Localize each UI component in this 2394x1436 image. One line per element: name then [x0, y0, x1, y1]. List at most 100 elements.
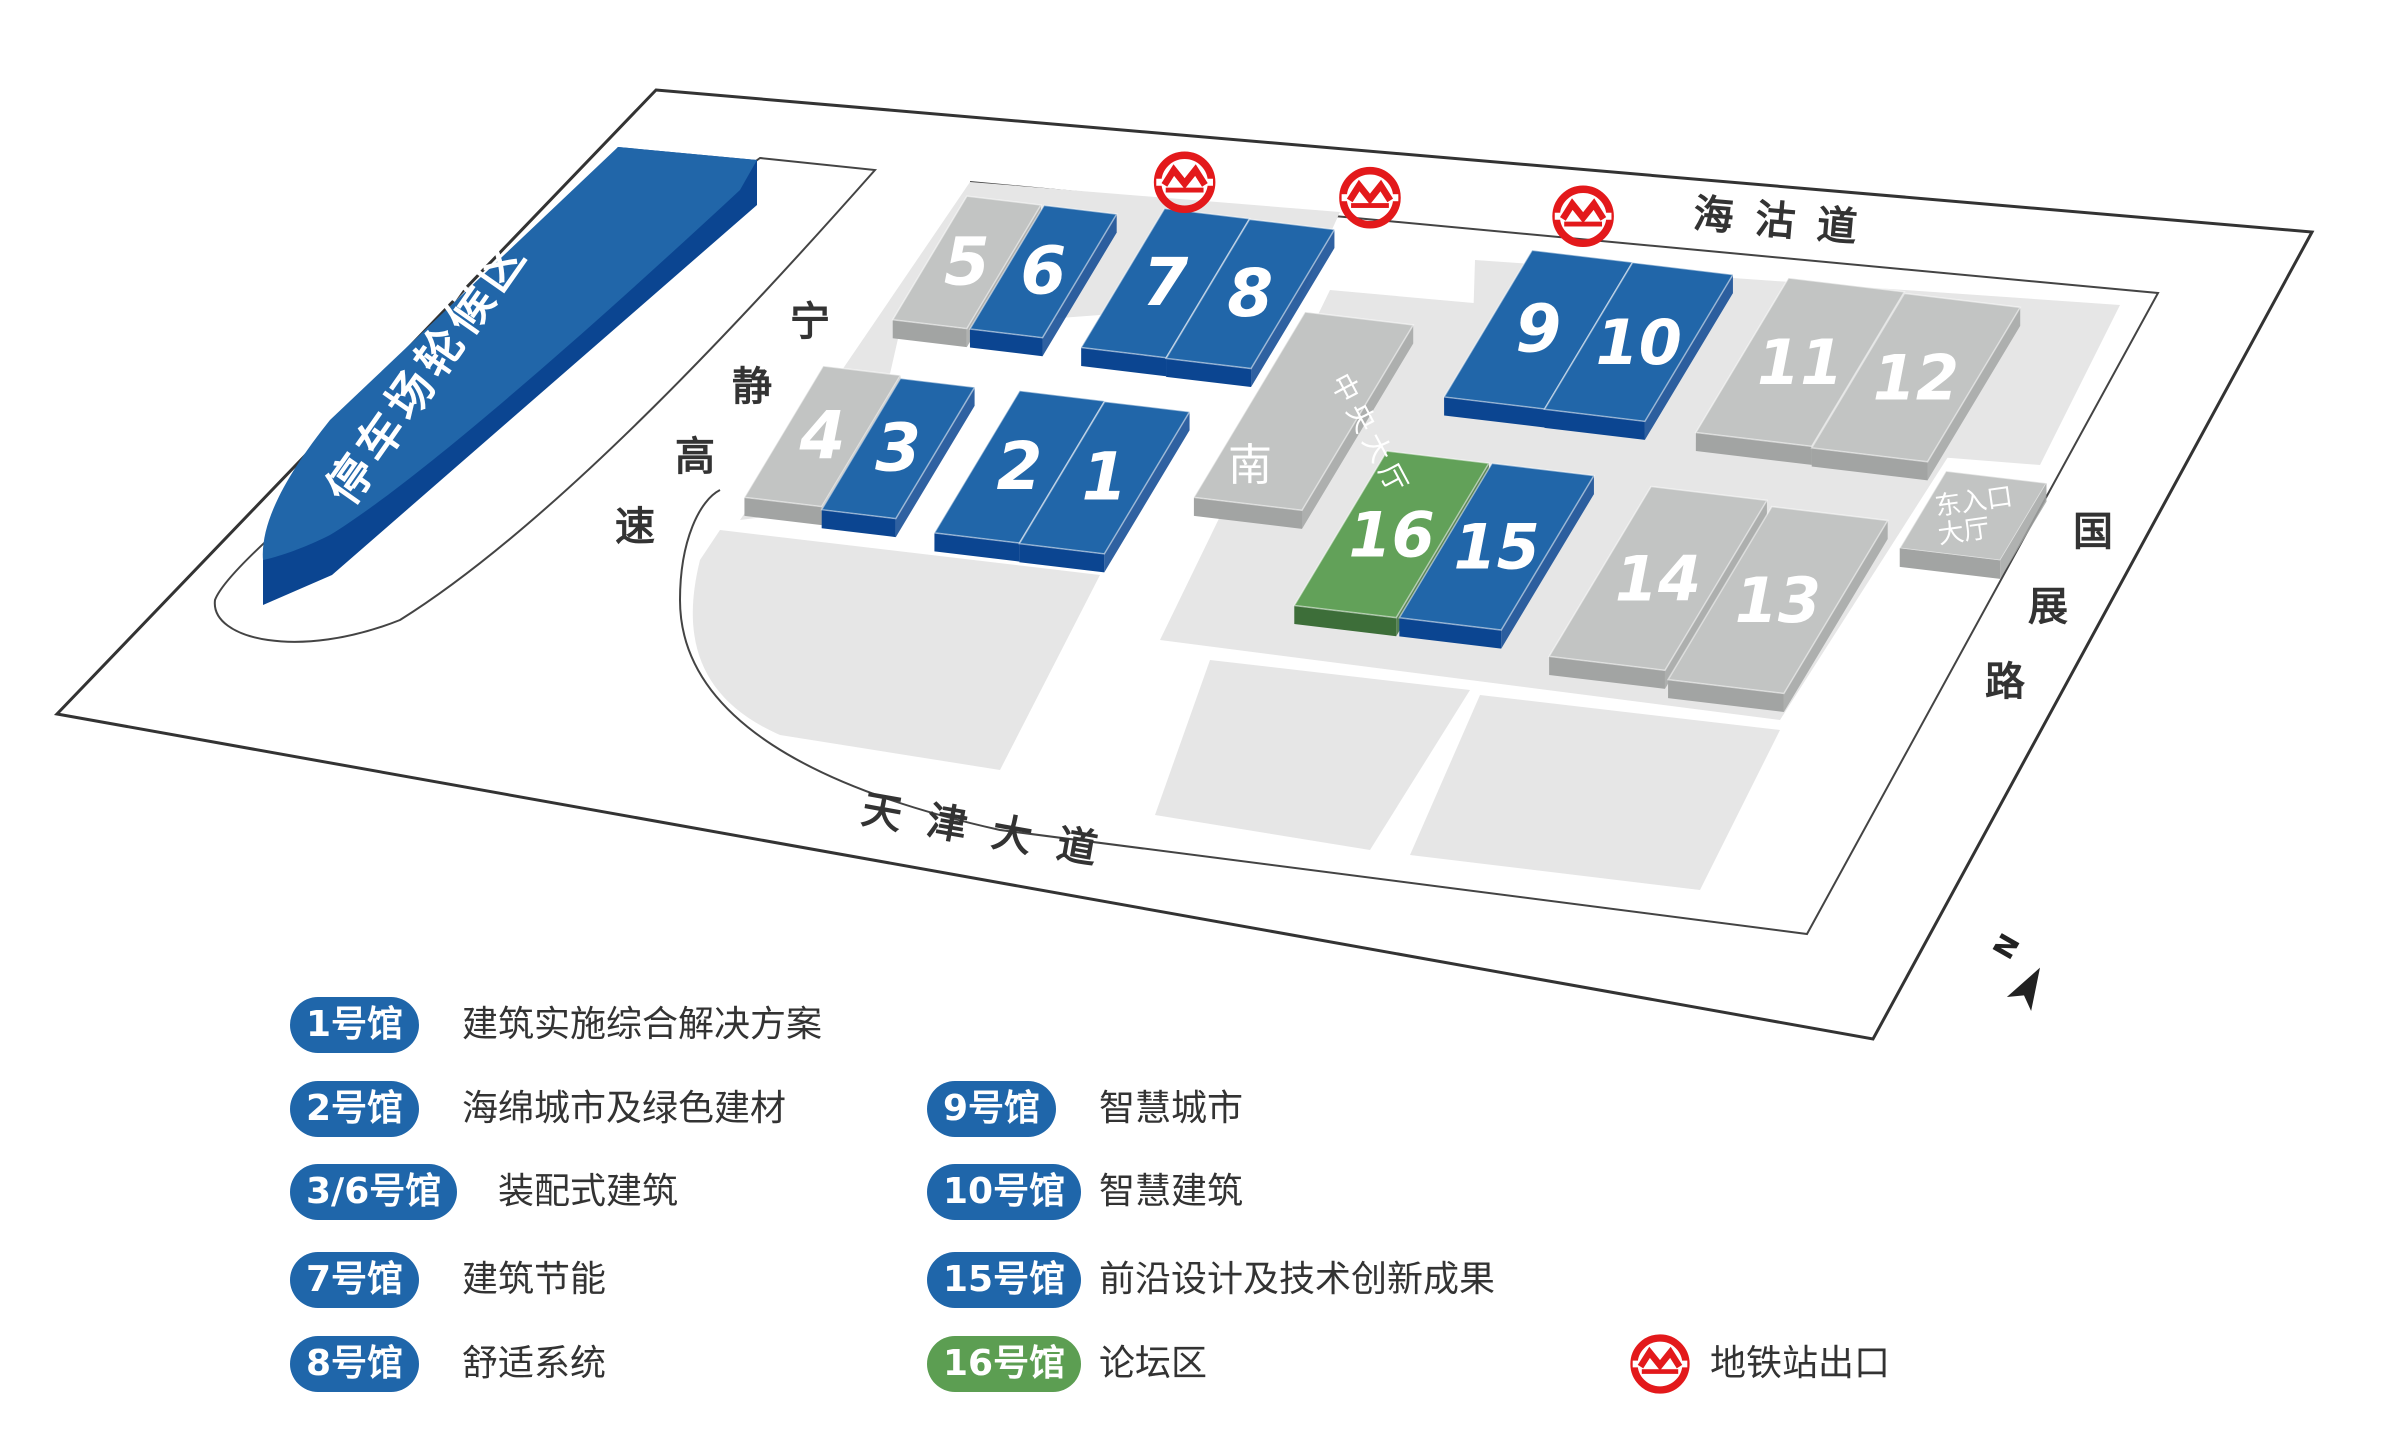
hall-top-face: [820, 377, 976, 520]
metro-exit-icon: [1630, 1334, 1690, 1394]
hall-14[interactable]: 14: [1547, 485, 1769, 689]
hall-number: 5: [944, 223, 990, 300]
hall-side-face: [1783, 520, 1888, 713]
hall-side-face: [1501, 475, 1594, 649]
hall-side-face: [1644, 274, 1733, 440]
hall-front-face: [1444, 396, 1545, 428]
hall-number: 7: [1142, 244, 1188, 321]
road-char: 静: [732, 364, 772, 410]
exhibition-area-boundary: [678, 181, 2160, 936]
hall-top-face: [1694, 277, 1906, 448]
hall-front-face: [1549, 656, 1665, 689]
hall-number: 14: [1615, 542, 1701, 615]
hall-front-face: [1081, 347, 1167, 377]
hall-badge: 16号馆: [927, 1336, 1082, 1392]
hall-side-face: [1302, 324, 1414, 529]
hall-number: 13: [1735, 564, 1821, 637]
hall-side-face: [1042, 214, 1117, 357]
metro-legend-icon: [1630, 1334, 1690, 1394]
hall-3[interactable]: 3: [820, 377, 976, 538]
hall-top-face: [1547, 485, 1769, 672]
hall-description: 装配式建筑: [498, 1171, 679, 1212]
hall-front-face: [1811, 447, 1928, 481]
hall-description: 舒适系统: [462, 1343, 607, 1384]
hall-front-face: [1399, 617, 1502, 649]
hall-side-face: [2000, 483, 2047, 579]
hall-top-face: [1293, 450, 1491, 619]
hall-badge: 10号馆: [927, 1164, 1082, 1220]
hall-description: 建筑节能: [462, 1259, 607, 1300]
hall-number: 2: [997, 428, 1043, 505]
hall-description: 海绵城市及绿色建材: [462, 1088, 787, 1129]
road-char: 展: [2028, 584, 2068, 630]
hall-8[interactable]: 8: [1164, 218, 1336, 388]
hall-number: 1: [1082, 439, 1128, 516]
hall-front-face: [1294, 605, 1397, 637]
hall-number: 6: [1020, 233, 1066, 310]
road-ningjing-expressway: 宁 静 高 速: [615, 299, 830, 550]
hall-1[interactable]: 1: [1018, 400, 1191, 573]
hall-badge: 2号馆: [290, 1081, 420, 1137]
metro-exit-icon: [1153, 151, 1216, 214]
east-entrance-hall: 东入口 大厅: [1898, 470, 2048, 579]
road-char: 高: [675, 434, 715, 480]
hall-badge: 9号馆: [927, 1081, 1057, 1137]
hall-front-face: [1668, 679, 1784, 713]
hall-description: 建筑实施综合解决方案: [462, 1004, 823, 1045]
metro-exit-icon: [1552, 185, 1614, 248]
hall-badge: 8号馆: [290, 1336, 420, 1392]
hall-top-face: [1192, 311, 1415, 512]
hall-side-face: [1927, 307, 2021, 481]
hall-10[interactable]: 10: [1543, 261, 1735, 440]
hall-description: 智慧建筑: [1099, 1171, 1244, 1212]
hall-front-face: [1544, 409, 1645, 440]
hall-top-face: [1018, 400, 1191, 555]
hall-description: 智慧城市: [1099, 1088, 1244, 1129]
road-char: 国: [2073, 509, 2113, 555]
hall-badge: 3/6号馆: [290, 1164, 458, 1220]
hall-top-face: [1666, 505, 1889, 695]
hall-front-face: [1695, 432, 1812, 465]
metro-legend-label: 地铁站出口: [1710, 1343, 1891, 1384]
hall-front-face: [1899, 548, 2001, 579]
hall-6[interactable]: 6: [968, 204, 1118, 357]
hall-top-face: [1164, 218, 1336, 370]
hall-description: 论坛区: [1099, 1343, 1208, 1384]
hall-number: 3: [875, 409, 921, 486]
hall-number: 9: [1515, 291, 1561, 368]
hall-front-face: [1019, 543, 1105, 573]
hall-front-face: [934, 532, 1020, 562]
hall-top-face: [1543, 261, 1735, 423]
north-label: N: [1987, 928, 2027, 965]
hall-number: 8: [1227, 255, 1273, 332]
hall-top-face: [891, 195, 1043, 330]
road-char: 速: [615, 504, 655, 550]
hall-top-face: [1398, 462, 1596, 631]
hall-number: 16: [1348, 498, 1434, 571]
hall-badge: 1号馆: [290, 997, 420, 1053]
north-arrow-icon: N: [1987, 928, 2040, 1012]
hall-number: 12: [1873, 342, 1959, 415]
hall-top-face: [743, 365, 902, 508]
hall-top-face: [968, 204, 1118, 339]
hall-number: 4: [798, 397, 845, 474]
hall-number: 11: [1757, 326, 1843, 399]
central-hall-south-label: 南: [1228, 440, 1272, 491]
hall-badge: 15号馆: [927, 1252, 1082, 1308]
hall-badge: 7号馆: [290, 1252, 420, 1308]
hall-description: 前沿设计及技术创新成果: [1099, 1259, 1496, 1300]
hall-side-face: [1104, 411, 1190, 573]
hall-side-face: [1251, 229, 1335, 388]
road-char: 路: [1985, 659, 2026, 705]
hall-15[interactable]: 15: [1398, 462, 1596, 649]
road-guozhan: 国 展 路: [1985, 509, 2113, 705]
hall-13[interactable]: 13: [1666, 505, 1889, 713]
hall-number: 15: [1453, 511, 1539, 584]
hall-front-face: [1166, 358, 1252, 388]
hall-12[interactable]: 12: [1810, 292, 2022, 481]
hall-top-face: [1810, 292, 2022, 463]
east-entrance-label-2: 大厅: [1936, 514, 1992, 551]
hall-front-face: [1193, 497, 1303, 529]
